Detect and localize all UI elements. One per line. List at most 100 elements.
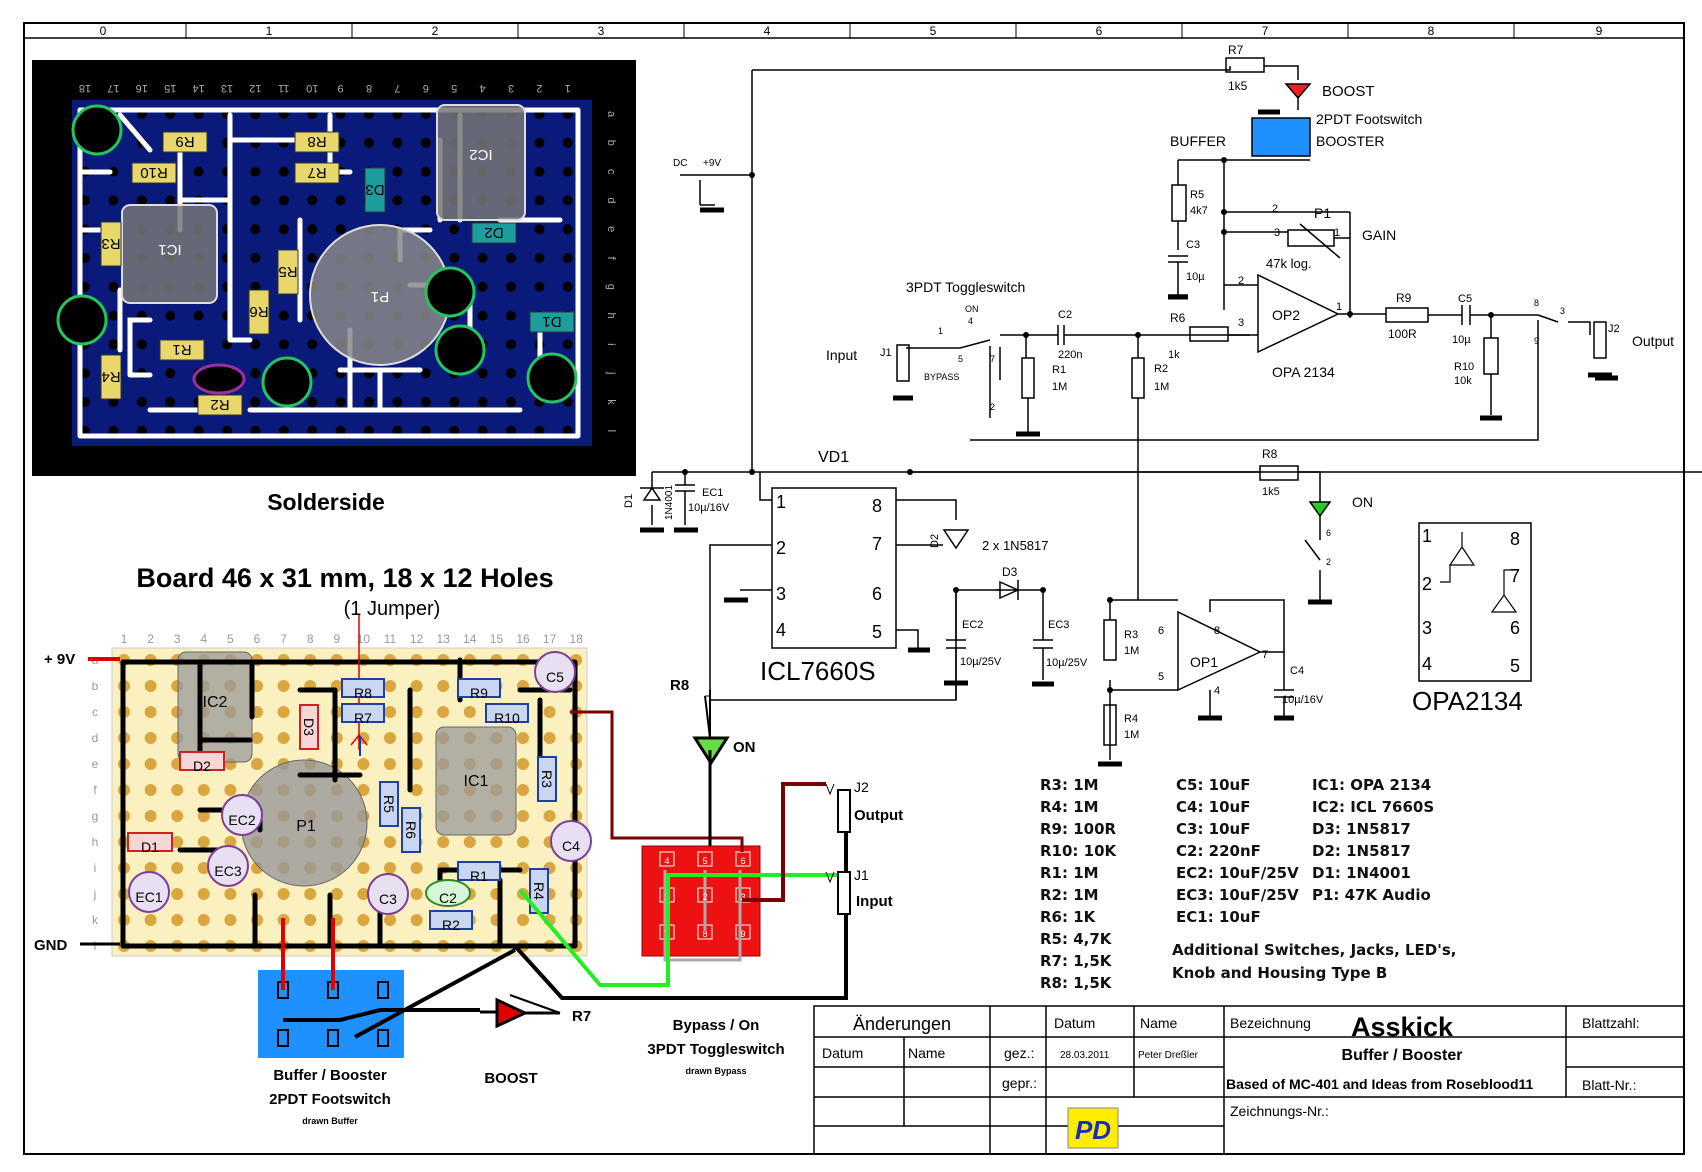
sch-r3: R3 (1124, 629, 1138, 641)
sch-c4-val: 10µ/16V (1282, 694, 1324, 706)
board-part-label: R6 (403, 821, 419, 839)
sch-footswitch: 2PDT Footswitch (1316, 111, 1422, 127)
board-row-letter: g (92, 809, 99, 823)
tb-author: Peter Dreßler (1138, 1050, 1199, 1061)
board-column-number: 8 (307, 632, 314, 646)
sch-d3: D3 (1002, 565, 1018, 579)
title-block (813, 1005, 1685, 1155)
sch-op1-pin: 8 (1214, 625, 1220, 637)
part-entry: D3: 1N5817 (1312, 820, 1411, 838)
solderside-column-number: 2 (536, 82, 542, 94)
solderside-row-letter: f (605, 256, 617, 260)
board-row-letter: j (93, 887, 97, 901)
board-part-label: EC1 (135, 889, 162, 905)
sch-bypass: BYPASS (924, 372, 959, 382)
tb-title: Asskick (1351, 1012, 1454, 1042)
pd-logo-text: PD (1075, 1115, 1111, 1145)
board-row-letter: k (92, 913, 99, 927)
board-part-label: C5 (546, 669, 564, 685)
sch-icl-pin: 8 (872, 496, 882, 516)
board-column-number: 9 (333, 632, 340, 646)
board-column-number: 1 (121, 632, 128, 646)
frame-col: 0 (100, 24, 107, 38)
sch-op1-pin: 4 (1214, 685, 1220, 697)
solderside-column-number: 12 (249, 82, 261, 94)
board-part-label: P1 (296, 818, 316, 835)
frame-col: 7 (1262, 24, 1269, 38)
tb-blatt-nr: Blatt-Nr.: (1582, 1077, 1636, 1093)
sch-tg-pin: 7 (990, 354, 995, 364)
board-part-label: R3 (539, 770, 555, 788)
sch-op1-pin: 5 (1158, 671, 1164, 683)
solderside-part-label: C3 (277, 373, 296, 390)
tb-bezeichnung: Bezeichnung (1230, 1015, 1311, 1031)
part-entry: D1: 1N4001 (1312, 864, 1411, 882)
board-part-label: R1 (470, 868, 488, 884)
frame-col: 5 (930, 24, 937, 38)
frame-col: 9 (1596, 24, 1603, 38)
sch-op2: OP2 (1272, 307, 1300, 323)
solderside-row-letter: l (605, 430, 617, 432)
sch-r9: R9 (1396, 291, 1412, 305)
sch-icl-pin: 6 (872, 584, 882, 604)
board-column-number: 15 (490, 632, 504, 646)
sch-p1: P1 (1314, 205, 1331, 221)
part-entry: EC1: 10uF (1176, 908, 1261, 926)
solderside-row-letter: e (605, 226, 617, 232)
sch-r8-val: 1k5 (1262, 486, 1280, 498)
opa-pin: 3 (1422, 618, 1432, 638)
sch-r5: R5 (1190, 189, 1204, 201)
opa-pin: 4 (1422, 654, 1432, 674)
sch-p1-pin: 2 (1272, 203, 1278, 215)
parts-list-semis: IC1: OPA 2134 IC2: ICL 7660S D3: 1N5817 … (1312, 774, 1434, 906)
sch-booster: BOOSTER (1316, 133, 1384, 149)
sch-ec1: EC1 (702, 487, 723, 499)
sch-dc: DC (673, 158, 687, 169)
part-entry: IC1: OPA 2134 (1312, 776, 1432, 794)
frame-col: 6 (1096, 24, 1103, 38)
board-row-letter: c (92, 705, 98, 719)
solderside-part-label: R5 (278, 263, 297, 280)
sch-c2-val: 220n (1058, 349, 1082, 361)
frame-col: 4 (764, 24, 771, 38)
toggle-pin: 5 (702, 856, 707, 866)
board-part-label: C2 (439, 890, 457, 906)
board-row-letter: e (92, 757, 99, 771)
board-j2: J2 (854, 779, 869, 795)
solderside-row-letter: h (605, 313, 617, 319)
sch-tg-pin: 2 (990, 402, 995, 412)
solderside-column-number: 6 (423, 82, 429, 94)
sch-sw-pin: 6 (1326, 528, 1331, 538)
pd-logo: PD (1067, 1107, 1119, 1149)
solderside-part-label: C4 (72, 311, 91, 328)
schematic (640, 57, 1702, 760)
solderside-row-letter: d (605, 197, 617, 203)
board-part-label: C4 (562, 838, 580, 854)
opa-pin: 6 (1510, 618, 1520, 638)
board-row-letter: i (94, 861, 97, 875)
board-row-letter: f (93, 783, 97, 797)
sch-on: ON (965, 304, 979, 314)
sch-d1-val: 1N4001 (664, 485, 675, 520)
sch-plus9v: +9V (703, 158, 721, 169)
solderside-row-letter: a (605, 111, 617, 118)
sch-c5-val: 10µ (1452, 334, 1471, 346)
solderside-column-number: 8 (366, 82, 372, 94)
solderside-part-label: EC3 (445, 341, 474, 358)
sch-r2: R2 (1154, 363, 1168, 375)
sch-op2-type: OPA 2134 (1272, 364, 1335, 380)
sch-ec2: EC2 (962, 619, 983, 631)
solderside-part-label: D2 (484, 224, 503, 241)
sch-c3: C3 (1186, 239, 1200, 251)
solderside-part-label: D3 (365, 181, 384, 198)
sch-d2-val: 2 x 1N5817 (982, 538, 1049, 553)
note-line: Additional Switches, Jacks, LED's, (1172, 941, 1457, 959)
board-column-number: 17 (543, 632, 557, 646)
part-entry: EC2: 10uF/25V (1176, 864, 1299, 882)
sch-op2-pin: 3 (1238, 317, 1244, 329)
solderside-part-label: EC2 (435, 283, 464, 300)
tb-aenderungen: Änderungen (853, 1014, 951, 1034)
board-column-number: 10 (357, 632, 371, 646)
